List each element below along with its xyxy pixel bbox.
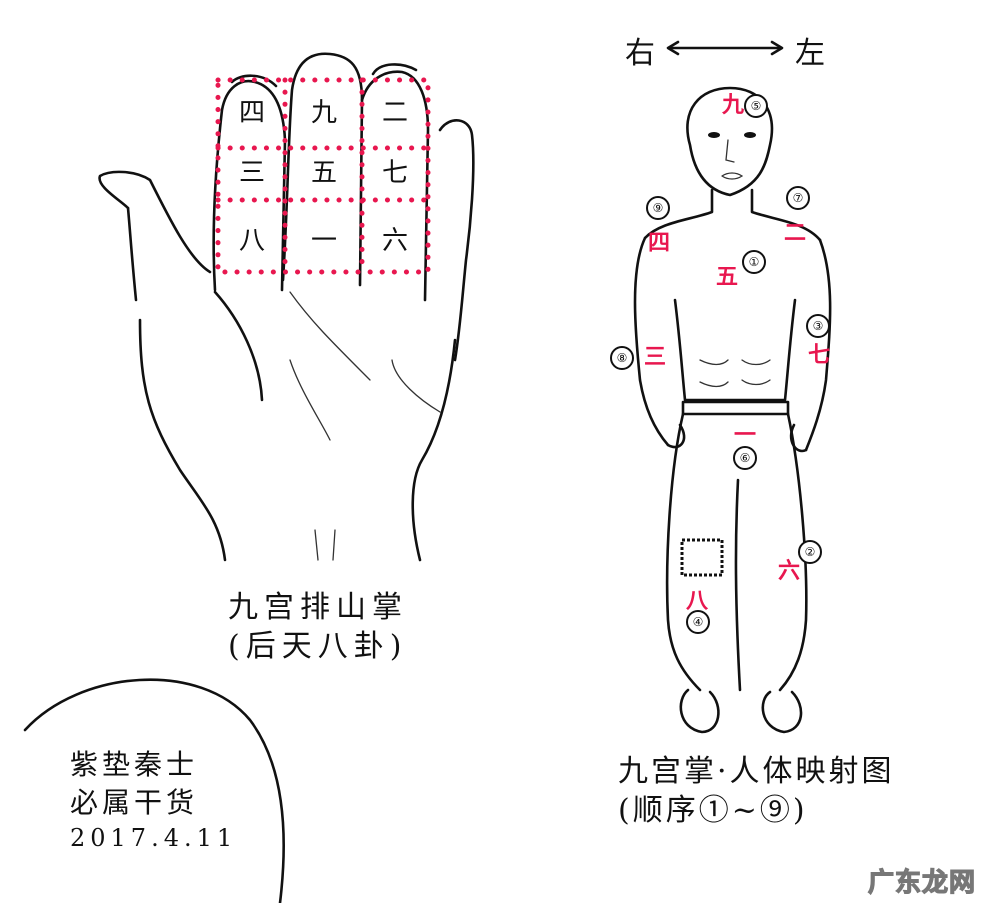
direction-arrow (666, 40, 784, 56)
palace-label: 九 (722, 92, 745, 118)
grid-cell-bottom-right: 六 (381, 226, 408, 256)
grid-cell-middle-left: 三 (238, 158, 265, 188)
palace-label: 一 (734, 422, 757, 448)
order-marker: ⑧ (610, 346, 634, 370)
body-caption-title: 九宫掌·人体映射图 (618, 754, 895, 789)
order-marker: ⑦ (786, 186, 810, 210)
order-marker: ① (742, 250, 766, 274)
palace-label: 四 (648, 230, 671, 256)
palace-label: 三 (644, 344, 667, 370)
signature-block: 紫垫秦士 必属干货 2017.4.11 (70, 746, 237, 854)
palace-label: 六 (778, 558, 801, 584)
body-caption-subtitle: (顺序①~⑨) (618, 793, 808, 828)
direction-label-left-side: 左 (795, 36, 825, 71)
grid-cell-top-left: 四 (238, 98, 265, 128)
grid-cell-bottom-center: 一 (310, 226, 337, 256)
watermark: 广东龙网 (867, 867, 977, 898)
order-marker: ④ (686, 610, 710, 634)
order-marker: ⑤ (744, 94, 768, 118)
human-body-drawing (633, 86, 832, 734)
signature-name: 紫垫秦士 (70, 748, 199, 781)
body-caption: 九宫掌·人体映射图 (顺序①~⑨) (618, 752, 895, 830)
order-marker: ③ (806, 314, 830, 338)
palace-label: 八 (686, 588, 709, 614)
direction-label-right-side: 右 (625, 36, 655, 71)
decorative-arc (23, 678, 285, 903)
order-marker: ⑥ (733, 446, 757, 470)
order-marker: ⑨ (646, 196, 670, 220)
hand-caption-subtitle: (后天八卦) (228, 629, 408, 664)
signature-date: 2017.4.11 (70, 823, 238, 852)
palace-label: 五 (716, 264, 739, 290)
grid-cell-bottom-left: 八 (238, 226, 265, 256)
palace-label: 二 (784, 220, 807, 246)
hand-drawing (98, 52, 475, 562)
hand-caption-title: 九宫排山掌 (228, 590, 408, 625)
hand-caption: 九宫排山掌 (后天八卦) (228, 588, 408, 666)
grid-cell-top-right: 二 (381, 98, 408, 128)
order-marker: ② (798, 540, 822, 564)
signature-note: 必属干货 (70, 785, 199, 819)
palace-label: 七 (808, 342, 831, 368)
grid-cell-middle-right: 七 (381, 158, 408, 188)
grid-cell-top-center: 九 (310, 98, 337, 128)
grid-cell-middle-center: 五 (310, 158, 337, 188)
